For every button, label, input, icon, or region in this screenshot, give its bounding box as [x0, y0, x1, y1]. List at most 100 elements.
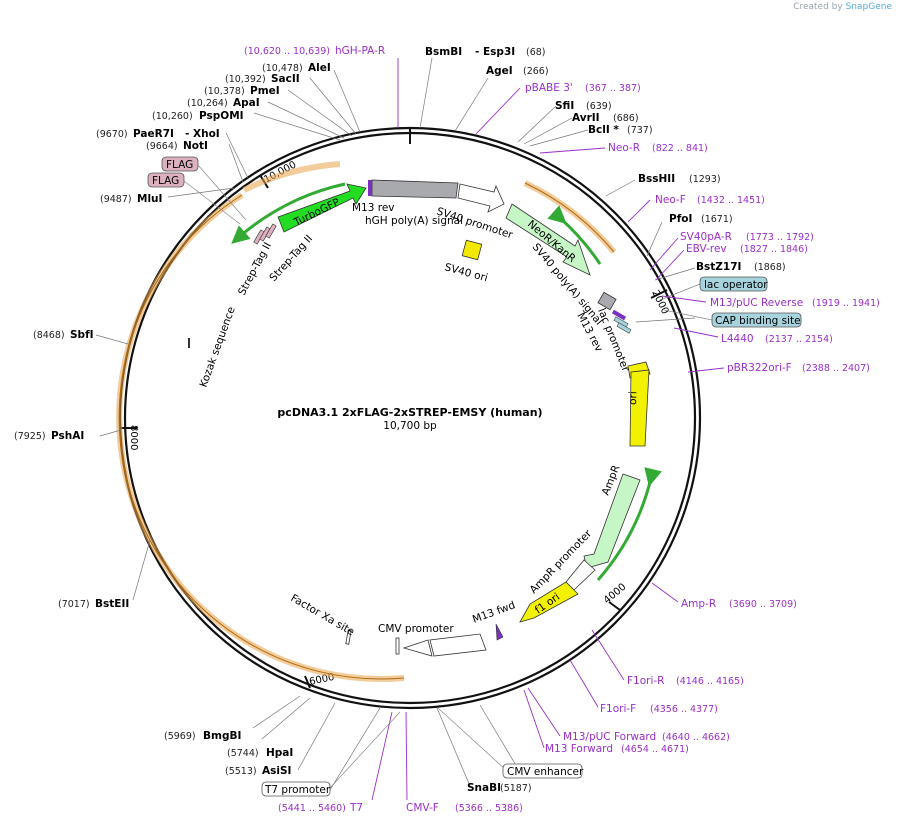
enzyme-hpai: HpaI	[266, 747, 293, 759]
orf-green-arrow-top	[231, 182, 346, 244]
tick-2000: 2000	[649, 288, 670, 316]
enzyme-bstz17i-pos: (1868)	[754, 262, 786, 273]
enzyme-mlui: MluI	[137, 193, 162, 205]
orf-arc-right-line	[524, 182, 615, 253]
enzyme-bsshii: BssHII	[638, 173, 675, 185]
enzyme-sbfi-pos: (8468)	[33, 330, 65, 341]
f1-ori-arrow	[519, 581, 579, 623]
enzyme-hpai-pos: (5744)	[227, 748, 259, 759]
lac-mark-3	[616, 322, 632, 334]
m13-fwd-mark	[495, 623, 504, 641]
tick-4000-mark	[608, 601, 621, 611]
primer-pbr322ori-f: pBR322ori-F	[727, 362, 792, 374]
enzyme-esp3i: - Esp3I	[475, 46, 515, 58]
enzyme-agei-pos: (266)	[523, 66, 549, 77]
enzyme-mlui-pos: (9487)	[100, 194, 132, 205]
feature-cmv-promoter: CMV promoter	[378, 623, 454, 635]
credit-brand: SnapGene	[845, 2, 892, 12]
enzyme-bsteii: BstEII	[95, 598, 129, 610]
primer-pbabe3-pos: (367 .. 387)	[585, 83, 641, 94]
flag-leader-1	[197, 164, 247, 221]
primer-hgh-pa-r-pos: (10,620 .. 10,639)	[244, 46, 330, 57]
primer-pbr322ori-f-pos: (2388 .. 2407)	[802, 363, 870, 374]
primer-f1ori-f: F1ori-F	[600, 703, 636, 715]
feature-m13-rev: M13 rev	[352, 202, 395, 214]
cmv-enhancer-box	[502, 763, 583, 779]
primer-t7-pos: (5441 .. 5460)	[278, 803, 346, 814]
feature-strep-tag-1: Strep-Tag II	[236, 240, 274, 297]
enzyme-esp3i-pos: (68)	[526, 47, 546, 58]
plasmid-size: 10,700 bp	[383, 420, 437, 432]
enzyme-pfoi-pos: (1671)	[701, 214, 733, 225]
enzyme-sbfi: SbfI	[70, 329, 94, 341]
t7-mark	[395, 637, 400, 655]
plasmid-name: pcDNA3.1 2xFLAG-2xSTREP-EMSY (human)	[277, 406, 542, 419]
primer-m13-forward-pos: (4654 .. 4671)	[621, 744, 689, 755]
feature-kozak: Kozak sequence	[198, 305, 238, 389]
enzyme-asisi-pos: (5513)	[225, 766, 257, 777]
sv40-polya-box	[597, 291, 617, 311]
primer-m13-puc-reverse: M13/pUC Reverse	[710, 297, 803, 309]
lac-operator-label: lac operator	[704, 279, 768, 291]
orf-green-arrow-amp	[596, 467, 662, 581]
kozak-mark	[188, 338, 190, 348]
orf-green-arrow-right	[547, 205, 602, 265]
sv40-ori-box	[461, 239, 483, 261]
primer-f1ori-f-pos: (4356 .. 4377)	[650, 704, 718, 715]
enzyme-alei: AleI	[308, 62, 331, 74]
enzyme-sfii-pos: (639)	[586, 101, 612, 112]
primer-pbabe3: pBABE 3'	[525, 82, 573, 94]
hgh-polya-arrow	[371, 179, 459, 199]
flag-leader-2	[183, 180, 241, 225]
primer-hgh-pa-r: hGH-PA-R	[335, 45, 385, 57]
enzyme-xhoi: - XhoI	[185, 128, 220, 140]
enzyme-pshai-pos: (7925)	[14, 431, 46, 442]
enzyme-bcli-pos: (737)	[627, 125, 653, 136]
sv40-promoter-arrow	[457, 183, 505, 213]
snapgene-credit: Created by SnapGene	[793, 2, 892, 12]
turbogfp-arrow	[277, 183, 367, 233]
primer-m13-puc-forward-pos: (4640 .. 4662)	[662, 732, 730, 743]
m13-rev-mark	[368, 180, 372, 196]
tick-4000: 4000	[602, 582, 629, 607]
neor-kanr-arrow	[505, 203, 591, 276]
primer-l4440-pos: (2137 .. 2154)	[765, 334, 833, 345]
primer-f1ori-r-pos: (4146 .. 4165)	[676, 676, 744, 687]
enzyme-sfii: SfiI	[555, 100, 574, 112]
enzyme-noti-pos: (9664)	[146, 141, 178, 152]
feature-hgh-polya: hGH poly(A) signal	[365, 215, 463, 227]
primer-neo-r: Neo-R	[608, 142, 640, 154]
enzyme-pmei-pos: (10,378)	[204, 86, 245, 97]
t7-promoter-box	[261, 781, 331, 797]
enzyme-paer7i: PaeR7I	[133, 128, 174, 140]
enzyme-bcli: BclI *	[588, 124, 619, 136]
primer-neo-r-pos: (822 .. 841)	[652, 143, 708, 154]
feature-strep-tag-2: Strep-Tag II	[267, 233, 315, 284]
feature-m13-fwd: M13 fwd	[471, 599, 517, 626]
flag-box-1	[161, 156, 199, 172]
lac-operator-box	[699, 276, 768, 292]
enzyme-pfoi: PfoI	[669, 213, 692, 225]
enzyme-avrii: AvrII	[572, 112, 600, 124]
primer-neo-f-pos: (1432 .. 1451)	[697, 195, 765, 206]
primer-leaders	[371, 58, 725, 801]
enzyme-apai-pos: (10,264)	[187, 98, 228, 109]
flag-label-2: FLAG	[152, 175, 179, 187]
enzyme-bmgbi-pos: (5969)	[164, 731, 196, 742]
enzyme-snabi: SnaBI	[467, 782, 501, 794]
enzyme-agei: AgeI	[486, 65, 513, 77]
feature-sv40-ori: SV40 ori	[443, 261, 489, 284]
enzyme-sacii-pos: (10,392)	[225, 74, 266, 85]
enzyme-bsshii-pos: (1293)	[689, 174, 721, 185]
enzyme-bsmbi: BsmBI	[425, 46, 462, 58]
cap-binding-box	[711, 312, 802, 328]
cmv-promoter-head	[402, 639, 433, 657]
tick-8000: 8000	[128, 425, 139, 450]
enzyme-paer7i-pos: (9670)	[96, 129, 128, 140]
cmv-enhancer-label: CMV enhancer	[507, 766, 584, 778]
enzyme-leaders	[95, 57, 696, 791]
primer-sv40pa-r: SV40pA-R	[680, 231, 732, 243]
primer-neo-f: Neo-F	[655, 194, 686, 206]
feature-leaders	[329, 283, 713, 789]
enzyme-alei-pos: (10,478)	[262, 63, 303, 74]
